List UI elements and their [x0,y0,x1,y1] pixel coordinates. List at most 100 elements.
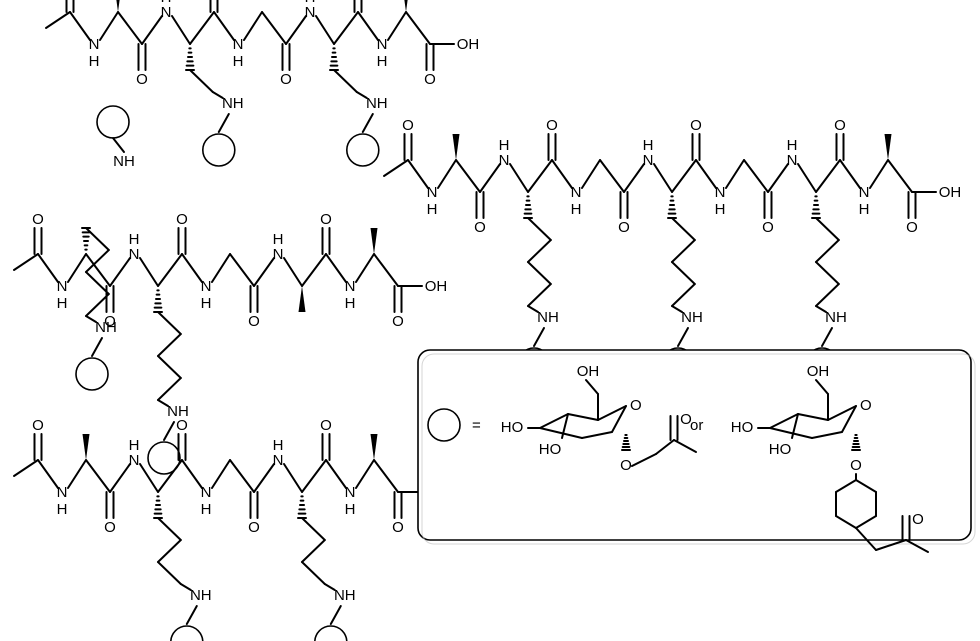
amide-hydrogen: H [499,137,510,154]
glycosidic-oxygen: O [850,457,862,474]
bond [67,459,87,489]
bond [157,355,182,379]
sidechain-amine: NH [366,95,388,112]
bond [743,159,769,193]
amide-nitrogen: N [89,36,100,53]
bond [13,459,39,477]
sugar-circle [345,133,380,167]
amide-hydrogen: H [57,295,68,312]
amide-hydrogen: H [273,231,284,248]
sugar-circle [96,105,130,139]
bond [815,159,841,193]
bond [855,527,877,551]
amide-nitrogen: N [377,36,388,53]
bond [725,159,745,189]
bond [791,413,799,439]
bond [527,239,552,263]
sugar-circle [75,357,109,391]
bond [109,463,131,493]
sugar-circle [202,133,236,167]
glycosidic-oxygen: O [620,457,632,474]
amide-nitrogen: N [233,36,244,53]
bond [85,249,110,273]
amide-nitrogen: N [643,152,654,169]
ring-bond [769,413,799,429]
bond [157,539,182,563]
bond [599,159,625,193]
bond [99,11,119,41]
bond [261,11,287,45]
ring-bond [835,479,857,493]
carbonyl-oxygen: O [392,519,404,536]
bond [85,227,110,251]
bond [45,11,71,29]
ring-bond [539,413,569,429]
bond [189,11,215,45]
bond [527,261,552,285]
bond [185,605,198,625]
bond [325,253,347,283]
bond [527,283,552,307]
bond [301,253,327,287]
bond [211,253,231,283]
bond [189,69,214,93]
amide-hydrogen: H [345,295,356,312]
bond [229,253,255,287]
bond [653,163,673,193]
carbonyl-oxygen: O [424,71,436,88]
amide-hydrogen: H [161,0,172,6]
bond [85,459,111,493]
ring-oxygen: O [630,397,642,414]
amide-nitrogen: N [787,152,798,169]
bond [767,163,789,193]
bond [181,459,203,489]
bond [213,11,235,41]
carbonyl-oxygen: O [680,411,692,428]
bond [551,159,573,189]
amide-nitrogen: N [161,4,172,21]
amide-hydrogen: H [129,437,140,454]
bond [301,561,326,585]
amide-hydrogen: H [89,53,100,70]
wedge-bond [452,134,460,160]
bond [373,253,399,287]
amide-nitrogen: N [129,246,140,263]
carbonyl-oxygen: O [474,219,486,236]
bond [139,257,159,287]
hydroxyl-label: HO [731,419,754,436]
bond [315,15,335,45]
hydroxyl-label: HO [539,441,562,458]
amide-nitrogen: N [305,4,316,21]
amide-nitrogen: N [345,278,356,295]
amide-nitrogen: N [859,184,870,201]
amide-hydrogen: H [233,53,244,70]
bond [677,327,689,347]
amide-hydrogen: H [715,201,726,218]
bond [373,459,399,493]
hydroxyl-label: OH [577,363,600,380]
sidechain-amine: NH [681,309,703,326]
amide-nitrogen: N [57,484,68,501]
bond [112,137,125,153]
amide-hydrogen: H [129,231,140,248]
bond [671,261,696,285]
bond [815,217,840,241]
ring-oxygen: O [860,397,872,414]
wedge-bond [116,0,120,12]
bond [85,293,110,317]
bond [323,583,336,591]
sidechain-amine: NH [113,153,135,170]
sidechain-amine: NH [334,587,356,604]
carbonyl-oxygen: O [320,417,332,434]
bond [69,11,91,41]
wedge-bond [370,228,378,254]
legend-or: or [690,417,703,434]
bond [211,91,224,99]
amide-nitrogen: N [273,452,284,469]
carbonyl-oxygen: O [546,117,558,134]
bond [671,217,696,241]
bond [355,253,375,283]
